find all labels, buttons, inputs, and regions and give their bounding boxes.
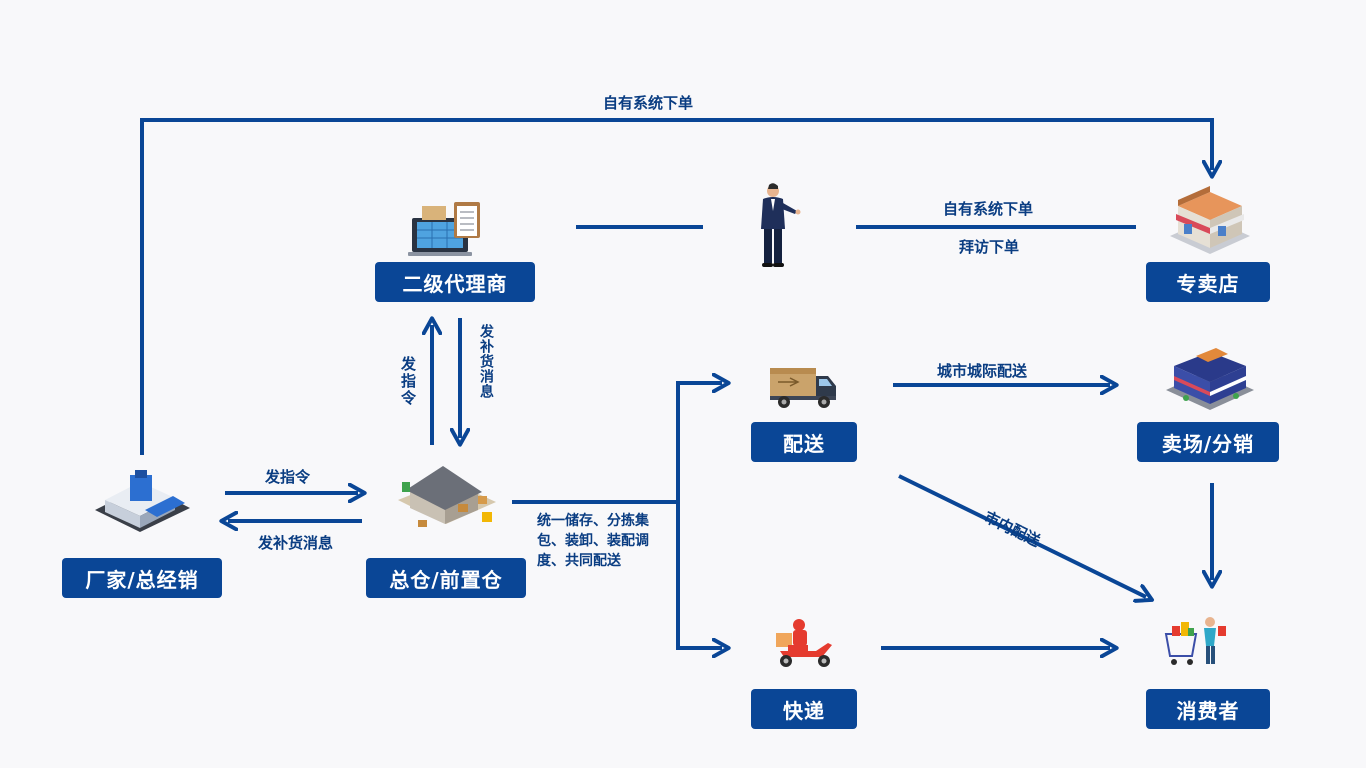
scooter-icon xyxy=(776,619,832,667)
label-self-order: 自有系统下单 xyxy=(943,200,1034,218)
node-consumer: 消费者 xyxy=(1146,689,1270,729)
node-warehouse: 总仓/前置仓 xyxy=(366,558,526,598)
label-down-restock: 发补货消息 xyxy=(478,324,494,399)
edge-to-express xyxy=(676,502,722,648)
warehouse-icon xyxy=(398,466,496,527)
edge-in-city xyxy=(898,474,1146,597)
label-city-intercity: 城市城际配送 xyxy=(937,362,1028,380)
label-up-cmd: 发指令 xyxy=(399,356,417,407)
shopper-icon xyxy=(1164,617,1226,665)
node-store: 专卖店 xyxy=(1146,262,1270,302)
edge-top-order xyxy=(140,118,1212,455)
edge-to-delivery xyxy=(676,383,722,502)
label-warehouse-services: 统一储存、分拣集包、装卸、装配调度、共同配送 xyxy=(537,513,649,569)
factory-icon xyxy=(95,470,190,532)
node-manufacturer: 厂家/总经销 xyxy=(62,558,222,598)
node-agent: 二级代理商 xyxy=(375,262,535,302)
label-visit-order: 拜访下单 xyxy=(959,238,1020,256)
node-delivery: 配送 xyxy=(751,422,857,462)
label-send-restock: 发补货消息 xyxy=(258,534,334,552)
laptop-icon xyxy=(408,202,480,256)
node-express: 快递 xyxy=(751,689,857,729)
mall-icon xyxy=(1166,348,1254,410)
storefront-icon xyxy=(1170,186,1250,254)
node-mall: 卖场/分销 xyxy=(1137,422,1279,462)
salesman-icon xyxy=(761,183,801,267)
truck-icon xyxy=(770,368,836,408)
label-top-order: 自有系统下单 xyxy=(603,94,694,112)
label-send-cmd: 发指令 xyxy=(265,468,311,486)
